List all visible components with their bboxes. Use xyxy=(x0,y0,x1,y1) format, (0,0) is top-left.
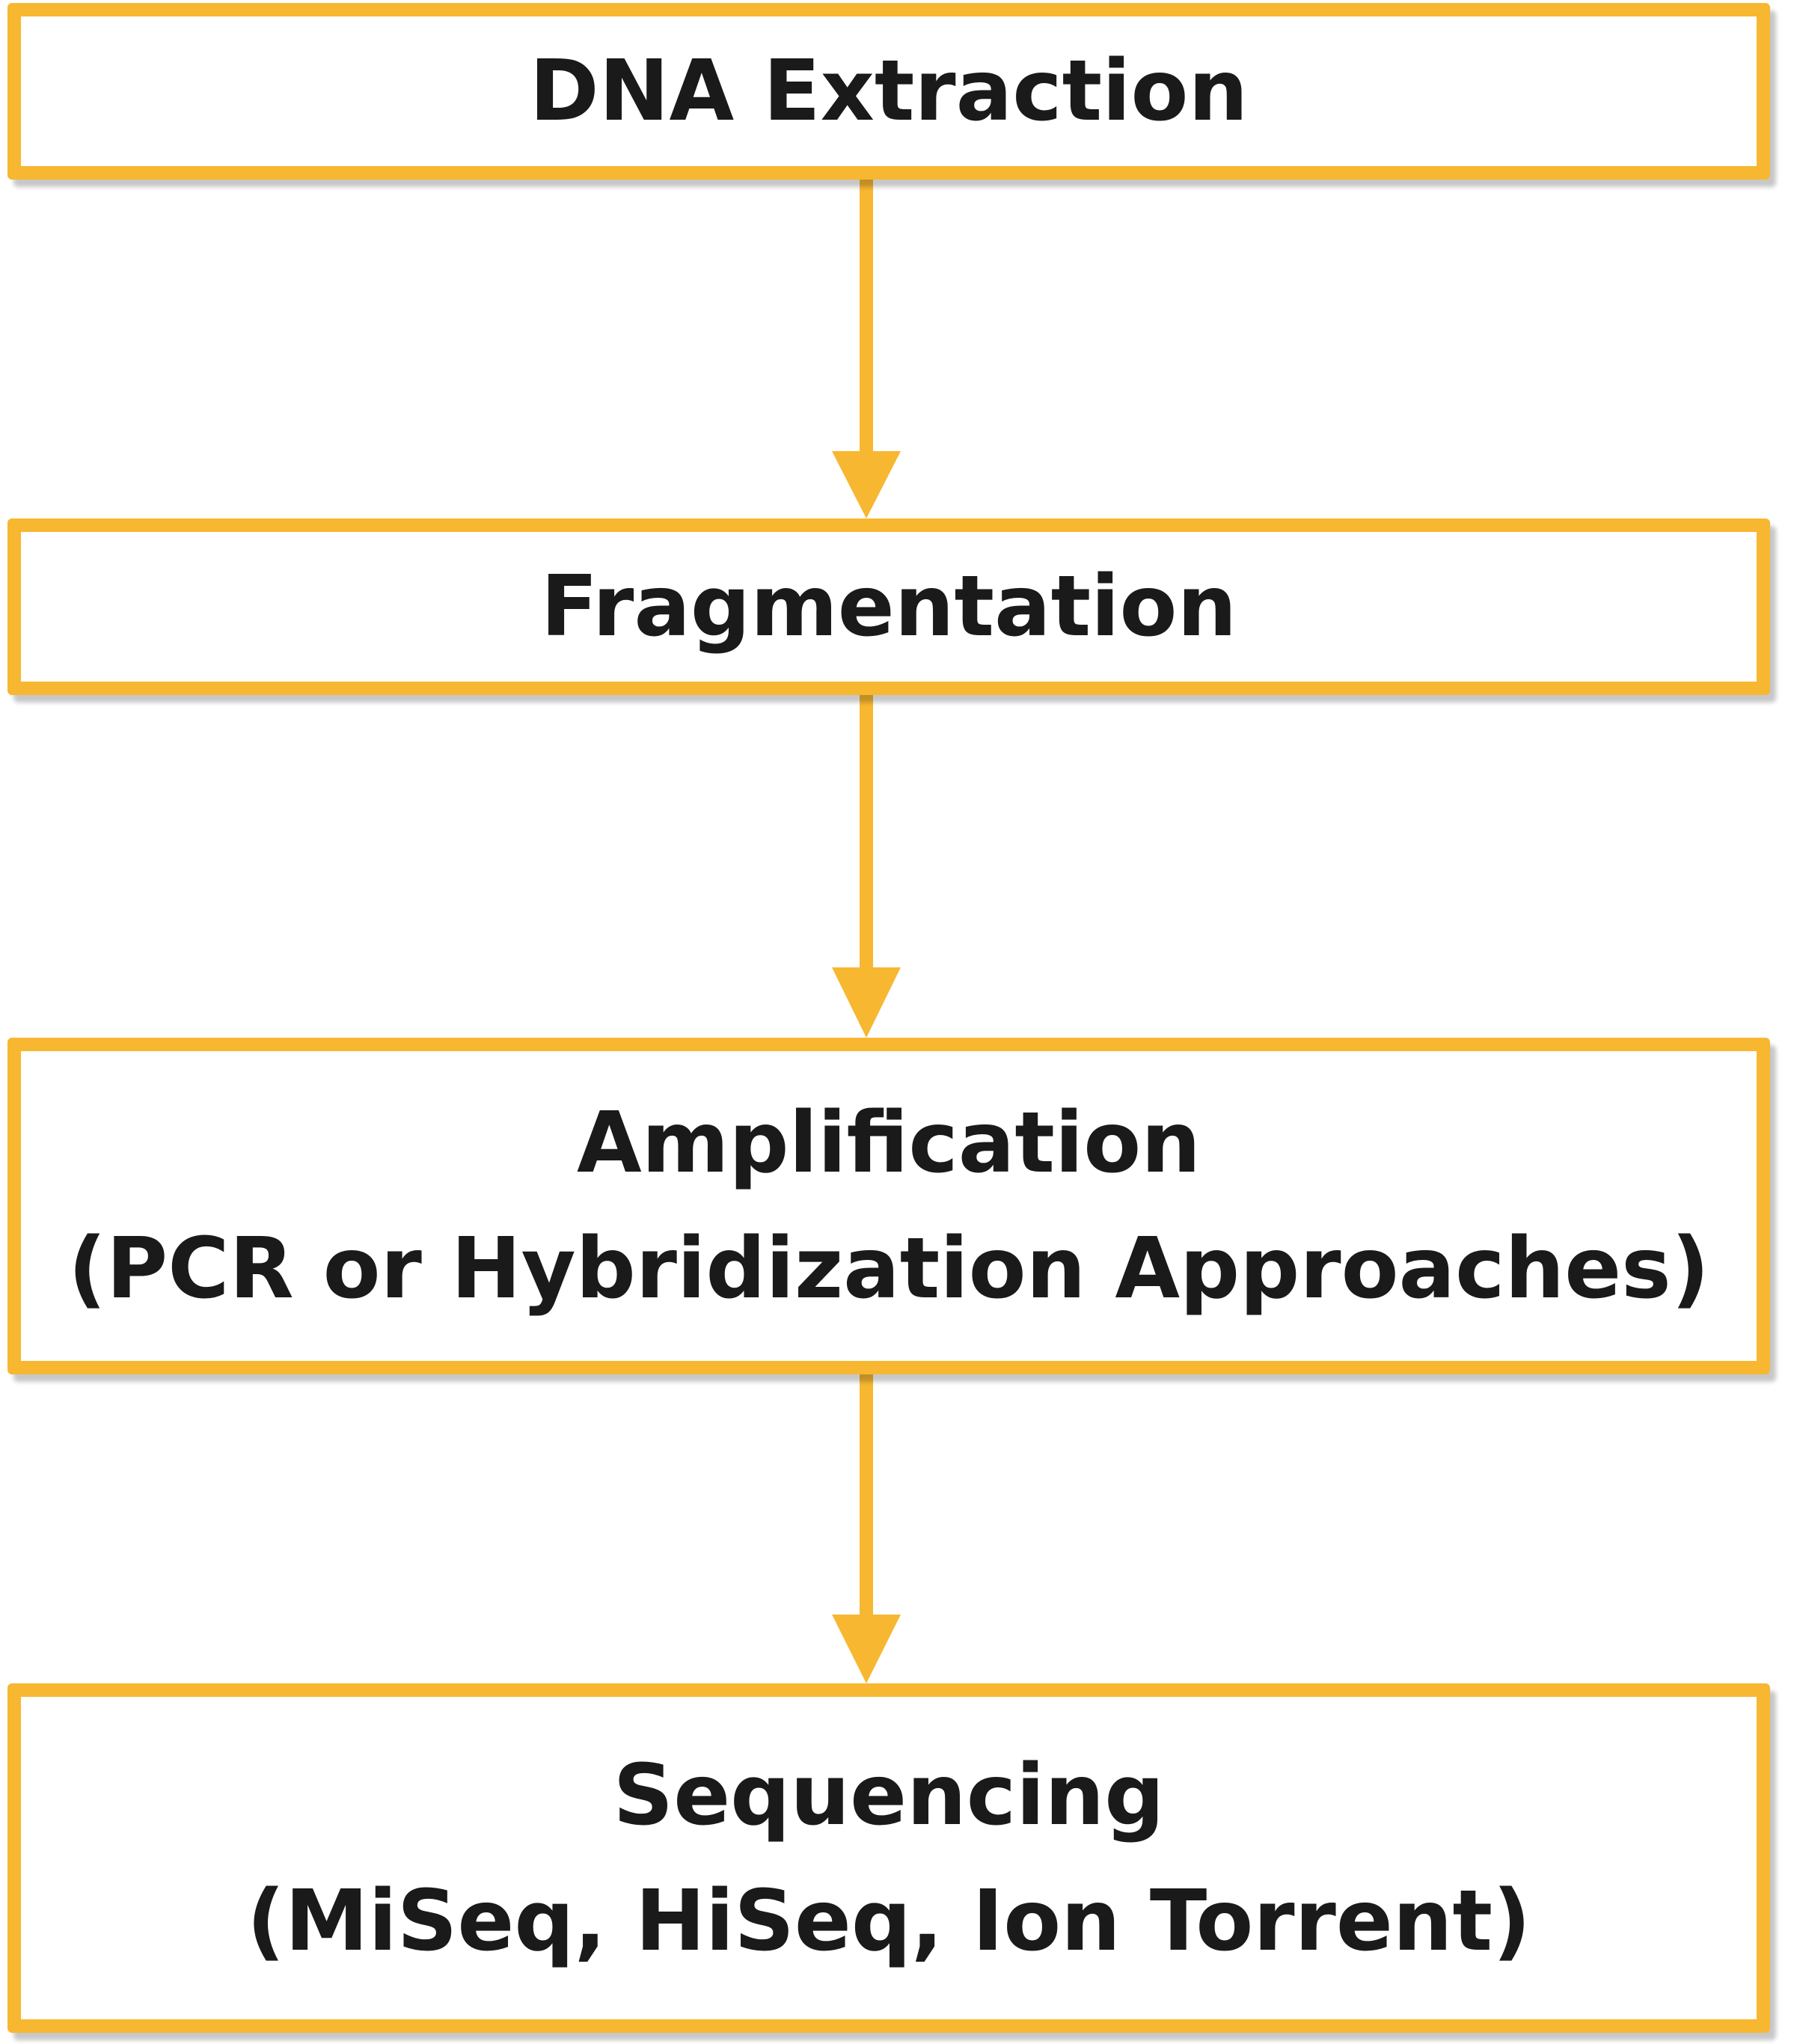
step-title: Amplification xyxy=(577,1095,1201,1192)
step-detail: (MiSeq, HiSeq, Ion Torrent) xyxy=(246,1872,1531,1970)
step-amplification: Amplification (PCR or Hybridization Appr… xyxy=(7,1038,1770,1374)
step-sequencing: Sequencing (MiSeq, HiSeq, Ion Torrent) xyxy=(7,1683,1770,2033)
arrow-3 xyxy=(832,1373,901,1683)
step-detail: (PCR or Hybridization Approaches) xyxy=(67,1220,1710,1318)
step-title: Sequencing xyxy=(613,1746,1165,1844)
step-title: DNA Extraction xyxy=(529,43,1249,140)
step-dna-extraction: DNA Extraction xyxy=(7,3,1770,180)
step-title: Fragmentation xyxy=(540,558,1237,655)
arrow-1 xyxy=(832,178,901,518)
arrow-2 xyxy=(832,694,901,1038)
step-fragmentation: Fragmentation xyxy=(7,518,1770,695)
